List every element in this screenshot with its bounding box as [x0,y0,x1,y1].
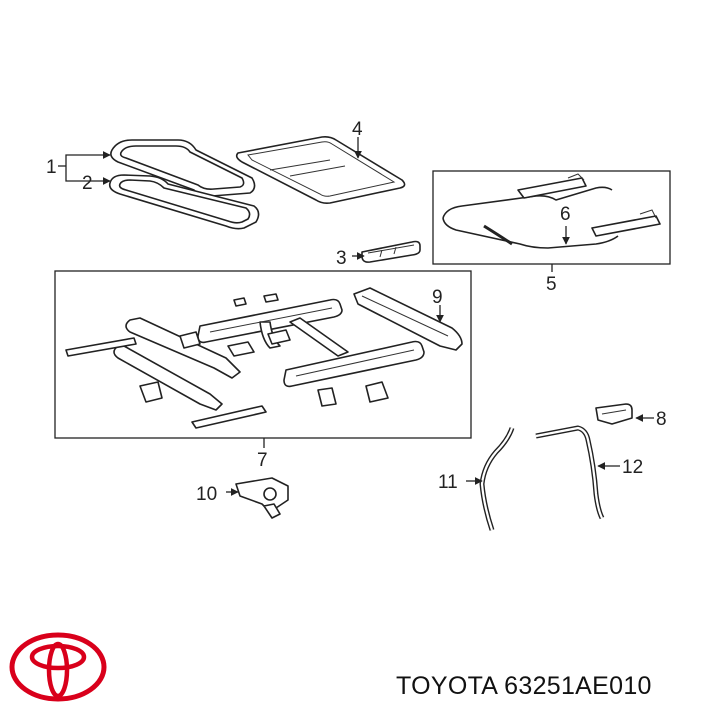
part-9-rear-rail [353,287,463,351]
callout-12: 12 [622,457,643,478]
callout-9: 9 [432,287,443,308]
callout-3: 3 [336,248,347,269]
leader-lines [58,137,654,496]
part-number: 63251AE010 [504,672,652,700]
part-12-drain-hose [535,425,605,520]
part-10-sunroof-motor [235,477,289,519]
part-5-drain-hose-set [442,173,661,249]
callout-11: 11 [438,472,458,493]
callout-4: 4 [352,119,363,140]
part-3-deflector-bracket [361,240,421,263]
callout-7: 7 [257,450,268,471]
part-caption: TOYOTA 63251AE010 [396,672,652,701]
callout-10: 10 [196,484,217,505]
part-8-bracket [595,403,633,425]
part-1-glass-weatherstrip [110,139,256,197]
callout-5: 5 [546,274,557,295]
part-2-frame-seal [108,174,260,230]
assembly-box-7 [54,270,472,439]
callout-numbers: 1 2 3 4 5 6 7 8 9 10 11 12 [46,119,667,505]
callout-6: 6 [560,204,571,225]
part-7-sunroof-housing-frame [65,293,425,429]
callout-1: 1 [46,157,57,178]
callout-8: 8 [656,409,667,430]
toyota-emblem-icon [9,632,107,702]
part-4-sunroof-glass [235,136,406,204]
callout-2: 2 [82,173,93,194]
brand-name: TOYOTA [396,672,497,700]
